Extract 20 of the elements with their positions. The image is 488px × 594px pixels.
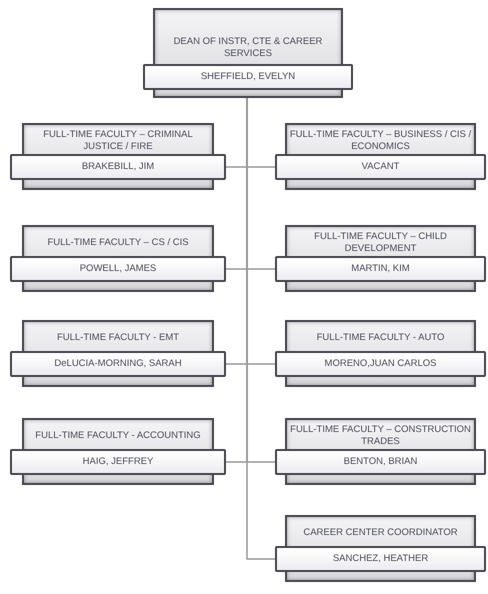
name-plate: SANCHEZ, HEATHER [275, 546, 486, 572]
position-title: FULL-TIME FACULTY – CHILD DEVELOPMENT [313, 230, 448, 256]
position-title: FULL-TIME FACULTY - AUTO [316, 330, 446, 344]
name-plate: MARTIN, KIM [275, 256, 486, 282]
name-plate: BRAKEBILL, JIM [10, 154, 226, 180]
name-plate: SHEFFIELD, EVELYN [143, 64, 353, 90]
position-title: FULL-TIME FACULTY - ACCOUNTING [34, 428, 202, 442]
position-title: FULL-TIME FACULTY - EMT [56, 330, 180, 344]
name-plate: POWELL, JAMES [10, 256, 226, 282]
position-title: FULL-TIME FACULTY – CS / CIS [46, 236, 190, 250]
name-plate: BENTON, BRIAN [275, 449, 486, 475]
position-title: CAREER CENTER COORDINATOR [302, 526, 459, 540]
position-title: FULL-TIME FACULTY – BUSINESS / CIS / ECONOMICS [289, 128, 472, 154]
position-title: FULL-TIME FACULTY – CRIMINAL JUSTICE / FIRE [42, 128, 194, 154]
name-plate: DeLUCIA-MORNING, SARAH [10, 351, 226, 377]
name-plate: VACANT [275, 154, 486, 180]
name-plate: MORENO,JUAN CARLOS [275, 351, 486, 377]
position-title: FULL-TIME FACULTY – CONSTRUCTION TRADES [289, 422, 472, 448]
name-plate: HAIG, JEFFREY [10, 449, 226, 475]
position-title: DEAN OF INSTR, CTE & CAREER SERVICES [172, 35, 324, 61]
